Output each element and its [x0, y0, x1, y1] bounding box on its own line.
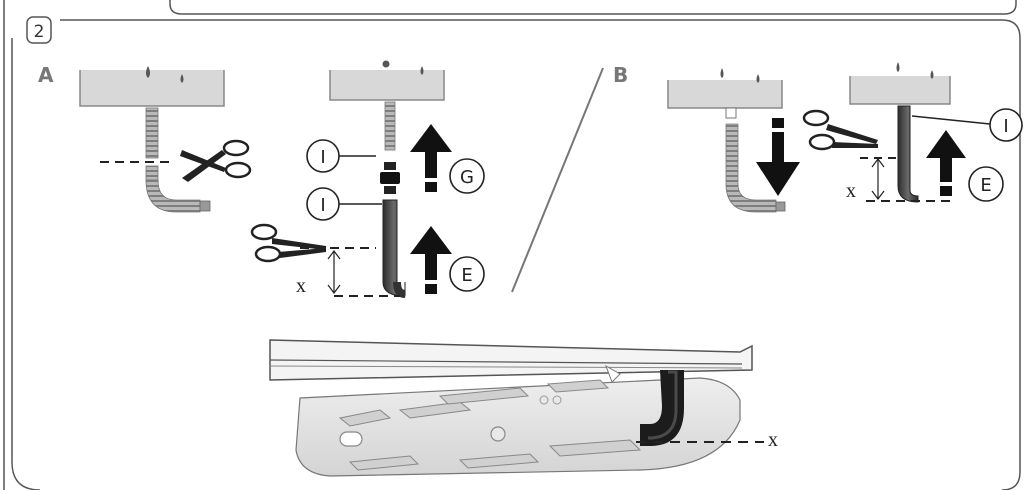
a2-tank — [329, 60, 445, 101]
up-arrow-icon — [410, 226, 452, 294]
b1-corrugated-hose — [725, 123, 786, 213]
step-number: 2 — [34, 22, 45, 42]
svg-text:I: I — [320, 147, 325, 168]
water-drop-icon — [896, 62, 900, 72]
leader-line — [911, 115, 991, 125]
a1-tank — [79, 66, 225, 107]
callout-g: G — [449, 158, 485, 194]
svg-text:I: I — [320, 195, 325, 216]
previous-panel-border — [169, 0, 1017, 15]
dimension-marker — [327, 250, 341, 294]
dimension-label: x — [768, 429, 778, 451]
water-drop-icon — [720, 68, 724, 78]
a2-smooth-pipe — [382, 199, 406, 298]
scissors-icon — [250, 223, 326, 263]
svg-text:I: I — [1003, 116, 1008, 137]
up-arrow-icon — [410, 124, 452, 192]
callout-e: E — [449, 256, 485, 292]
scissors-icon — [180, 139, 252, 182]
section-divider — [511, 67, 604, 293]
a1-corrugated-hose — [145, 107, 211, 213]
callout-i: I — [989, 108, 1023, 142]
svg-text:G: G — [460, 167, 474, 188]
up-arrow-icon — [926, 130, 966, 196]
water-drop-icon — [756, 74, 760, 83]
callout-e: E — [968, 166, 1004, 202]
dimension-label: x — [846, 180, 856, 202]
b1-tank — [667, 68, 783, 119]
section-label-b: B — [613, 63, 628, 87]
down-arrow-icon — [756, 118, 800, 196]
callout-i: I — [306, 187, 340, 221]
b2-smooth-pipe — [897, 105, 919, 203]
drain-pipe — [640, 370, 684, 446]
a2-corrugated-hose — [384, 101, 396, 151]
section-label-a: A — [38, 63, 54, 87]
scissors-icon — [802, 109, 878, 151]
dimension-marker — [871, 158, 885, 200]
water-drop-icon — [180, 74, 184, 83]
water-drop-icon — [420, 66, 424, 75]
b2-tank — [849, 62, 951, 105]
svg-text:E: E — [461, 265, 472, 286]
svg-text:E: E — [980, 175, 991, 196]
callout-i: I — [306, 139, 340, 173]
dimension-label: x — [296, 275, 306, 297]
appliance-underside — [269, 339, 753, 477]
water-drop-icon — [382, 60, 390, 68]
step-badge: 2 — [26, 16, 52, 44]
water-drop-icon — [146, 66, 150, 78]
connector-fitting — [380, 162, 400, 194]
water-drop-icon — [930, 70, 934, 79]
